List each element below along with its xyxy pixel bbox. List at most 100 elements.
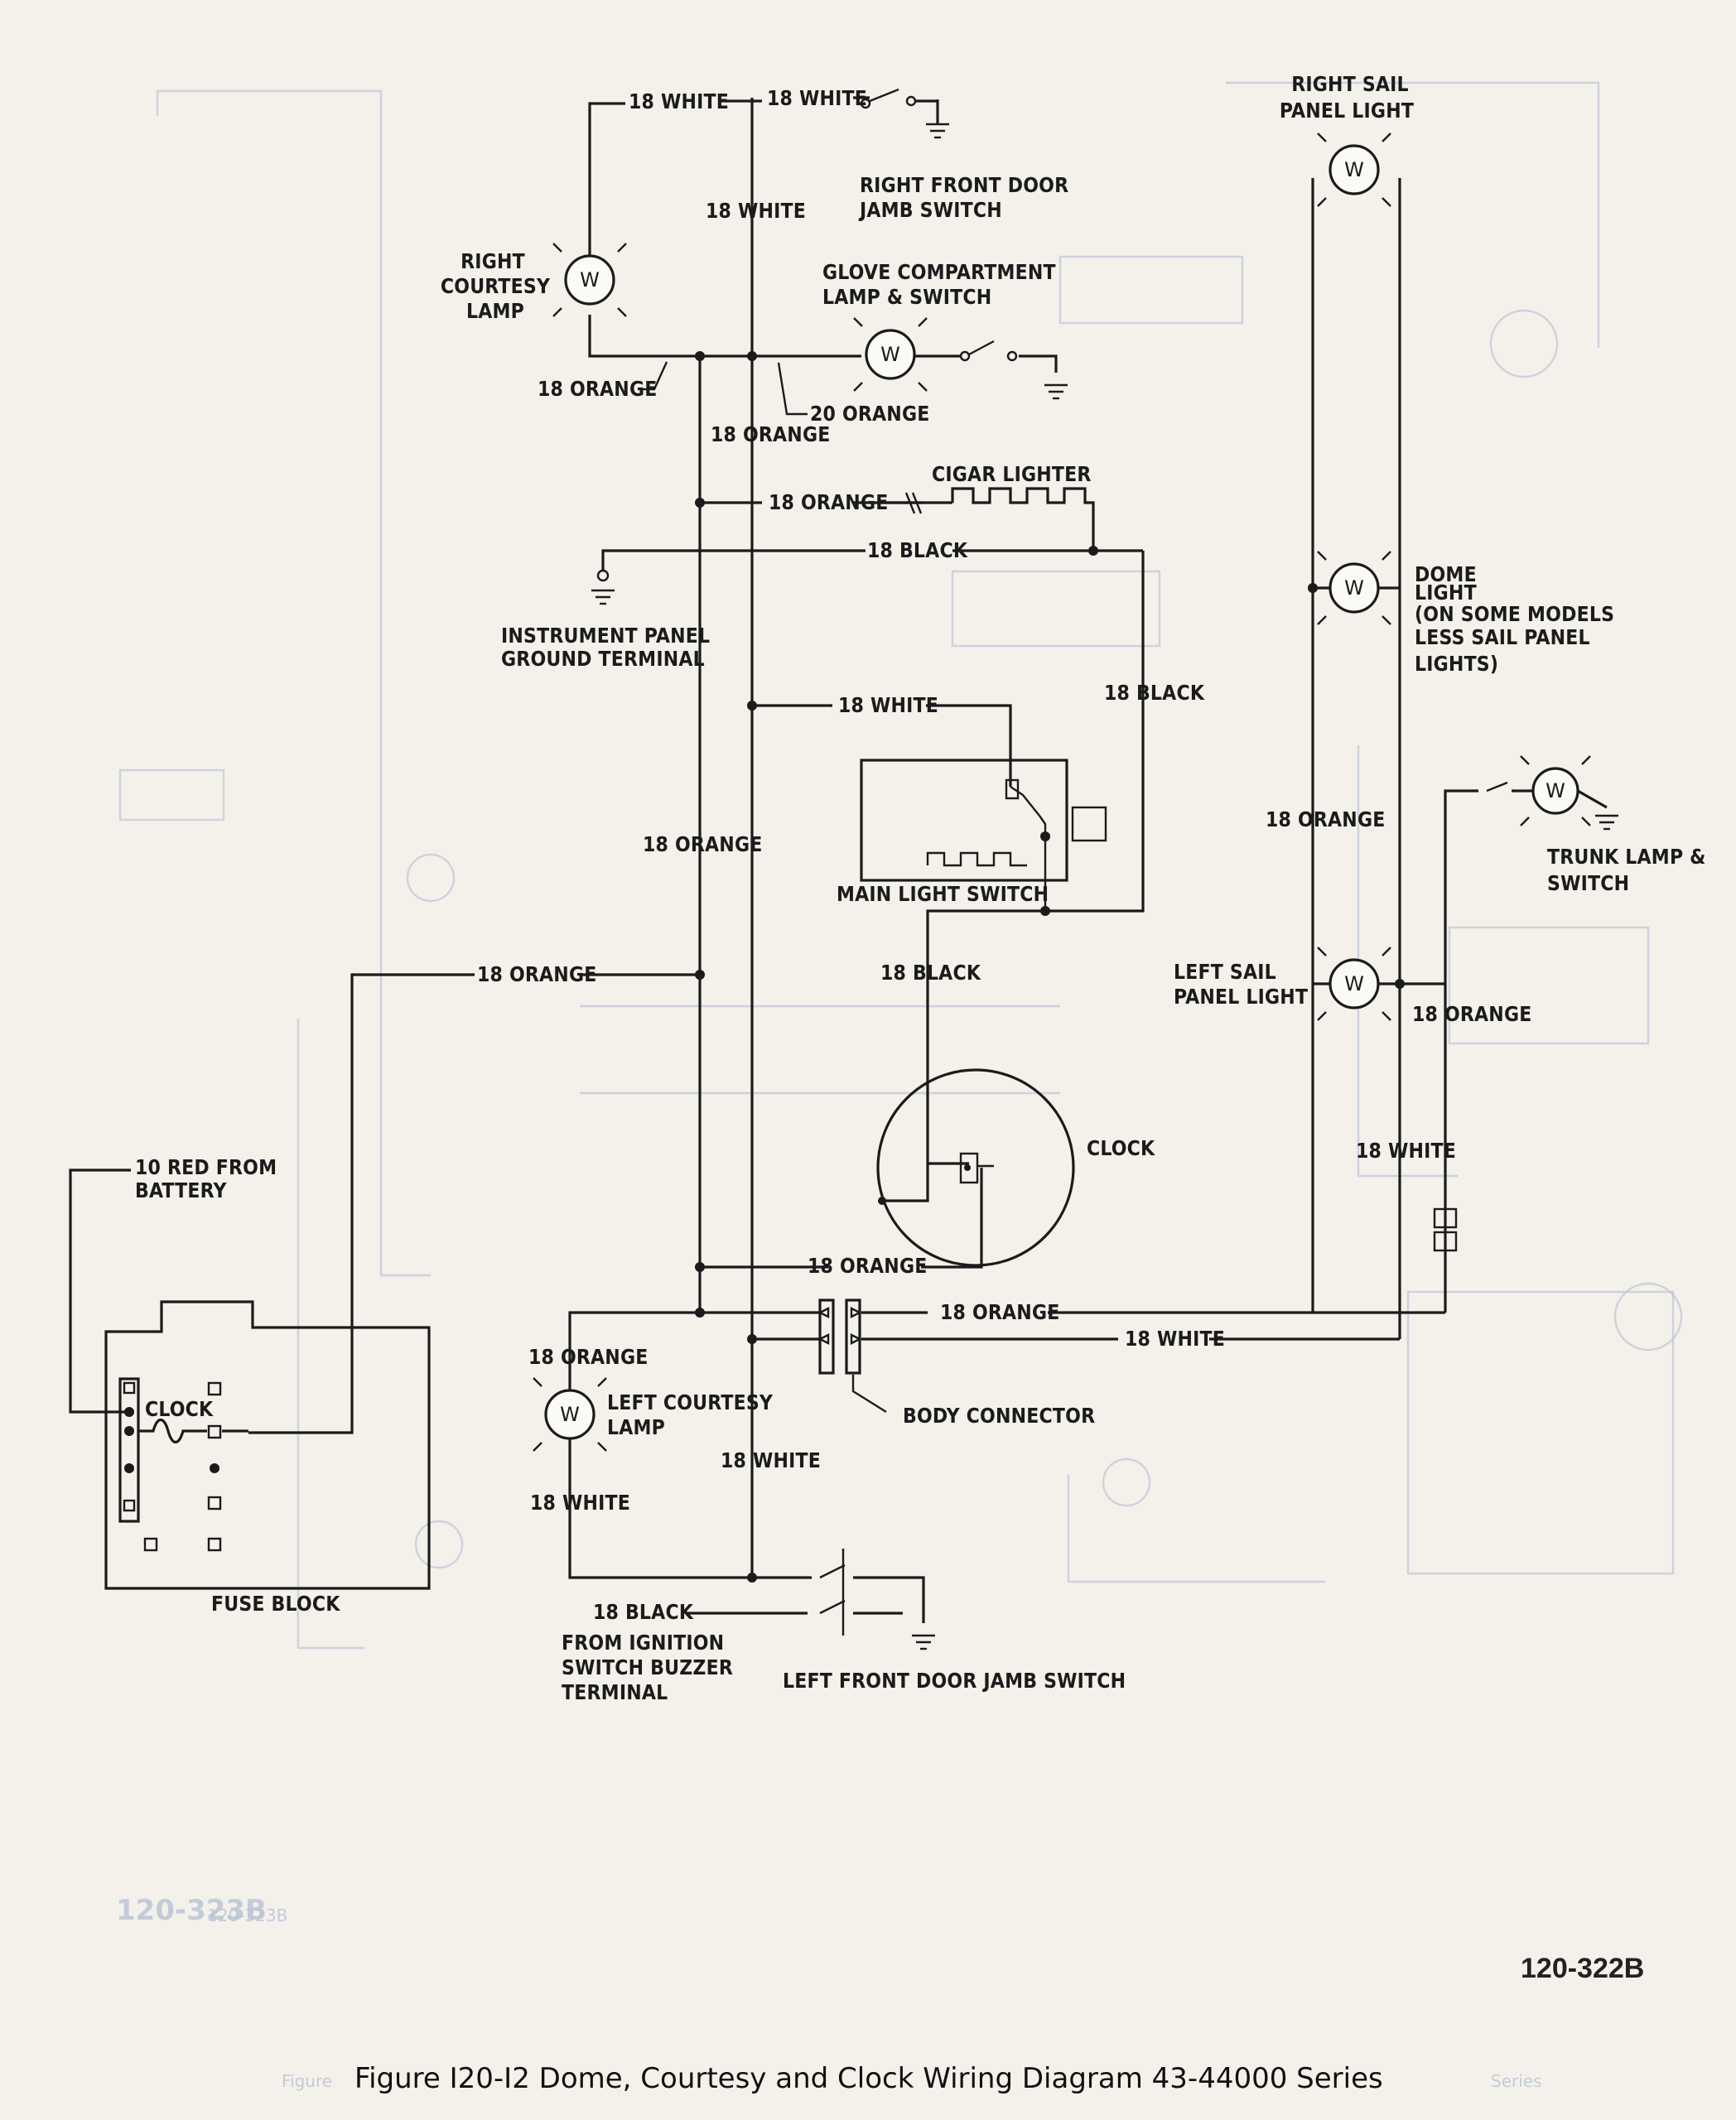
svg-text:GLOVE COMPARTMENT: GLOVE COMPARTMENT [822,260,1056,284]
lamp-trunk: W [1520,755,1591,826]
svg-text:W: W [880,343,900,366]
lamp-dome: W [1317,551,1391,625]
junction-dots [695,351,1405,1583]
svg-text:JAMB SWITCH: JAMB SWITCH [858,198,1002,222]
wire-label: 18 ORANGE [1266,807,1386,831]
wire-label: 18 WHITE [629,89,729,113]
svg-text:Figure: Figure [282,2071,332,2091]
label-cigar-lighter: CIGAR LIGHTER [932,462,1092,486]
svg-text:COURTESY: COURTESY [441,274,551,298]
wire-label: 18 ORANGE [643,832,763,856]
wire-label: 18 WHITE [1356,1139,1456,1163]
label-battery: 10 RED FROM BATTERY [135,1155,277,1202]
lamp-glove-compartment: W [853,317,928,392]
svg-text:LESS SAIL PANEL: LESS SAIL PANEL [1415,625,1590,649]
wire-label: 18 WHITE [706,199,806,223]
label-ignition-buzzer: FROM IGNITION SWITCH BUZZER TERMINAL [562,1631,733,1704]
svg-text:BATTERY: BATTERY [135,1178,227,1202]
svg-text:W: W [1344,158,1364,181]
svg-text:RIGHT SAIL: RIGHT SAIL [1291,72,1409,96]
svg-text:DOME: DOME [1415,562,1477,586]
ground-icon [912,1634,935,1650]
svg-text:INSTRUMENT PANEL: INSTRUMENT PANEL [501,624,710,648]
wire-label: 18 ORANGE [808,1254,928,1278]
svg-text:SWITCH BUZZER: SWITCH BUZZER [562,1655,733,1679]
bleed-through-background: 120-323B Figure Series [118,81,1683,2091]
glove-compartment-switch-symbol [959,340,1018,362]
label-right-courtesy-lamp: RIGHT COURTESY LAMP [441,249,551,323]
label-fuse-block-clock: CLOCK [145,1397,214,1421]
wire-label: 18 BLACK [593,1600,694,1624]
wire-label: 18 BLACK [880,961,981,985]
svg-text:LEFT COURTESY: LEFT COURTESY [607,1390,774,1414]
label-right-front-door-jamb-switch: RIGHT FRONT DOOR JAMB SWITCH [858,173,1068,222]
wire-label: 18 WHITE [530,1491,630,1515]
label-left-front-door-jamb-switch: LEFT FRONT DOOR JAMB SWITCH [783,1669,1126,1693]
bleed-through-reference-number: 120-323B [116,1894,267,1927]
svg-text:LAMP & SWITCH: LAMP & SWITCH [822,285,991,309]
label-clock: CLOCK [1087,1136,1155,1160]
label-left-sail-panel-light: LEFT SAIL PANEL LIGHT [1174,960,1308,1009]
body-connector-symbol [817,1298,887,1414]
figure-caption: Figure I20-I2 Dome, Courtesy and Clock W… [354,2062,1383,2095]
wire-label: 20 ORANGE [810,402,930,426]
wire-label: 18 BLACK [867,538,968,562]
svg-text:W: W [1344,576,1364,600]
ground-icon [1044,383,1068,400]
ground-icon [591,569,615,605]
lamp-left-courtesy: W [533,1377,607,1452]
svg-text:10 RED FROM: 10 RED FROM [135,1155,277,1179]
svg-text:RIGHT FRONT DOOR: RIGHT FRONT DOOR [860,173,1068,197]
svg-text:TRUNK LAMP &: TRUNK LAMP & [1547,845,1706,869]
wire-label: 18 ORANGE [477,962,597,986]
label-left-courtesy-lamp: LEFT COURTESY LAMP [607,1390,774,1439]
svg-text:W: W [560,1403,580,1426]
lamp-right-courtesy: W [552,243,627,317]
right-connector-symbol [1433,1207,1458,1252]
label-dome-light: DOME LIGHT (ON SOME MODELS LESS SAIL PAN… [1415,562,1614,676]
label-right-sail-panel-light: RIGHT SAIL PANEL LIGHT [1280,72,1414,123]
svg-text:120-323B: 120-323B [207,1906,287,1925]
wire-labels: 18 WHITE 18 WHITE 18 WHITE 18 ORANGE 20 … [475,86,1531,1624]
wire-label: 18 ORANGE [940,1300,1060,1324]
svg-text:SWITCH: SWITCH [1547,871,1629,895]
svg-text:TERMINAL: TERMINAL [562,1680,668,1704]
wire-label: 18 BLACK [1104,681,1205,705]
svg-text:(ON SOME MODELS: (ON SOME MODELS [1415,602,1614,626]
label-body-connector: BODY CONNECTOR [903,1404,1095,1428]
svg-text:W: W [1344,972,1364,995]
svg-text:LIGHT: LIGHT [1415,581,1477,605]
label-trunk-lamp: TRUNK LAMP & SWITCH [1547,845,1706,895]
svg-text:W: W [580,268,600,292]
wire-label: 18 ORANGE [528,1345,649,1369]
figure-reference-number: 120-322B [1521,1953,1644,1984]
wire-label: 18 WHITE [1125,1327,1225,1351]
wire-label: 18 ORANGE [538,377,658,401]
svg-text:LEFT SAIL: LEFT SAIL [1174,960,1276,984]
svg-text:W: W [1546,779,1565,802]
ground-symbols [591,99,1618,1650]
svg-text:FROM IGNITION: FROM IGNITION [562,1631,724,1655]
svg-text:LAMP: LAMP [466,299,524,323]
main-light-switch-symbol [860,759,1107,882]
wire-label: 18 WHITE [767,86,867,110]
svg-text:GROUND TERMINAL: GROUND TERMINAL [501,647,705,671]
label-fuse-block: FUSE BLOCK [211,1592,340,1616]
wire-label: 18 ORANGE [769,490,889,514]
svg-text:Series: Series [1491,2071,1542,2091]
clock-symbol [876,1068,1075,1267]
label-main-light-switch: MAIN LIGHT SWITCH [837,882,1049,906]
wiring [69,96,1608,1636]
right-front-door-jamb-switch-symbol [860,88,939,124]
svg-text:PANEL LIGHT: PANEL LIGHT [1280,99,1414,123]
lamp-left-sail-panel: W [1317,947,1391,1021]
lamp-right-sail-panel: W [1317,132,1391,207]
svg-text:PANEL LIGHT: PANEL LIGHT [1174,985,1308,1009]
svg-text:RIGHT: RIGHT [461,249,525,273]
wire-label: 18 ORANGE [711,422,831,446]
svg-text:LIGHTS): LIGHTS) [1415,652,1498,676]
component-labels: RIGHT COURTESY LAMP RIGHT FRONT DOOR JAM… [135,72,1706,1704]
fuse-block-symbol [104,1300,431,1590]
label-glove-compartment: GLOVE COMPARTMENT LAMP & SWITCH [822,260,1056,309]
